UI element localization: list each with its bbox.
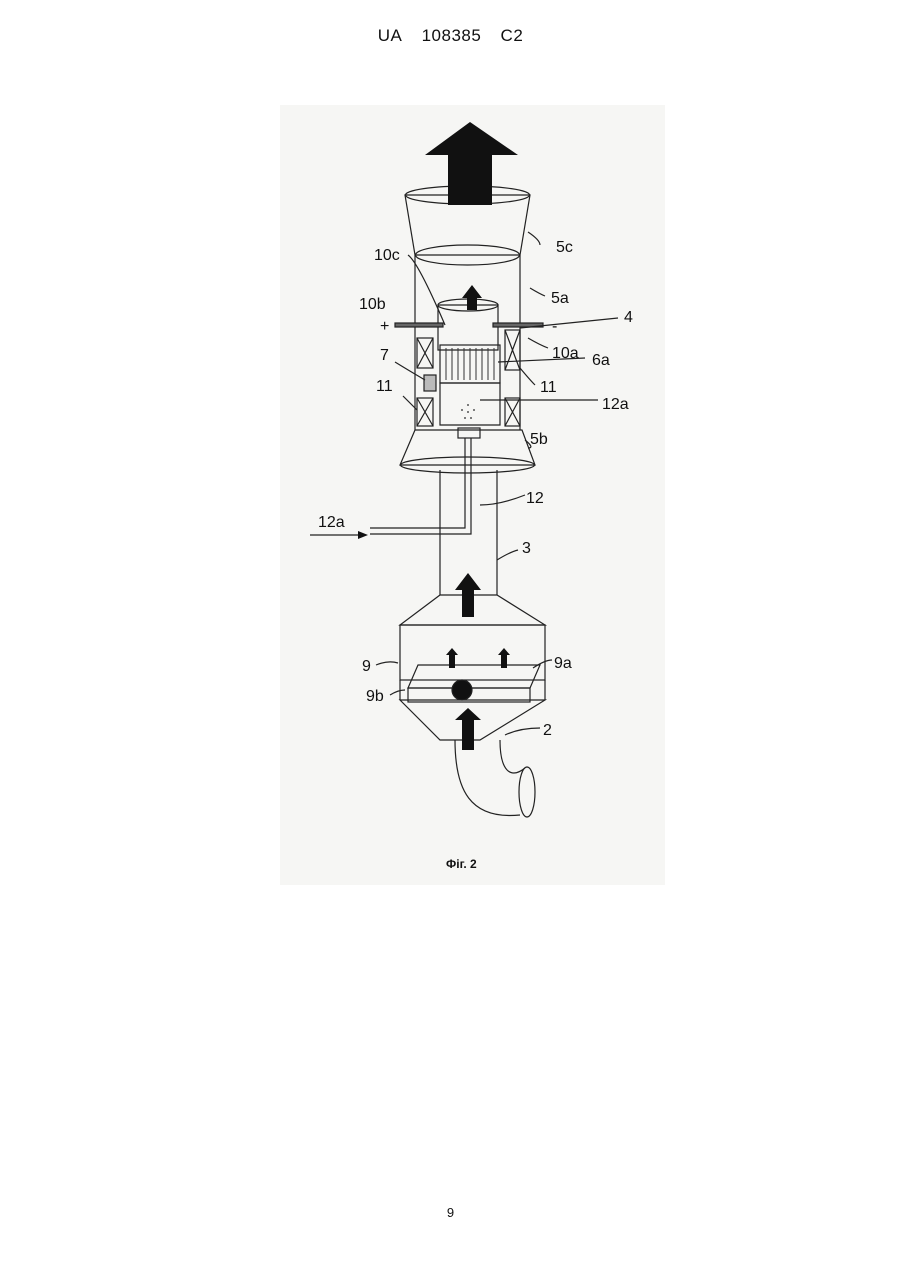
label-10b: 10b — [359, 296, 386, 313]
page-number: 9 — [0, 1205, 901, 1220]
element-7 — [424, 375, 436, 391]
outlet-arrow — [425, 122, 518, 205]
label-4: 4 — [624, 309, 633, 326]
plate-9a — [408, 665, 540, 688]
label-9b: 9b — [366, 688, 384, 705]
inlet-pipe — [455, 740, 520, 816]
feed-arrow — [358, 531, 368, 539]
electrode-10b — [395, 323, 443, 327]
label-11-left: 11 — [376, 378, 393, 395]
feed-pipe-12 — [370, 438, 471, 534]
label-7: 7 — [380, 347, 389, 364]
label-11-right: 11 — [540, 379, 557, 396]
label-6a: 6a — [592, 352, 610, 369]
label-3: 3 — [522, 540, 531, 557]
label-12a-right: 12a — [602, 396, 629, 413]
label-2: 2 — [543, 722, 552, 739]
label-5c: 5c — [556, 239, 573, 256]
label-plus: + — [380, 318, 389, 335]
inlet-flow-arrow — [455, 708, 481, 750]
inner-tube — [438, 305, 498, 350]
label-5b: 5b — [530, 431, 548, 448]
label-12a-left: 12a — [318, 514, 345, 531]
figure-caption: Фіг. 2 — [446, 857, 477, 871]
label-5a: 5a — [551, 290, 569, 307]
inner-flow-arrow — [462, 285, 482, 310]
housing-9 — [400, 625, 545, 680]
label-9: 9 — [362, 658, 371, 675]
label-9a: 9a — [554, 655, 572, 672]
label-12: 12 — [526, 490, 544, 507]
label-10a: 10a — [552, 345, 579, 362]
label-10c: 10c — [374, 247, 400, 264]
label-minus: - — [552, 318, 557, 335]
